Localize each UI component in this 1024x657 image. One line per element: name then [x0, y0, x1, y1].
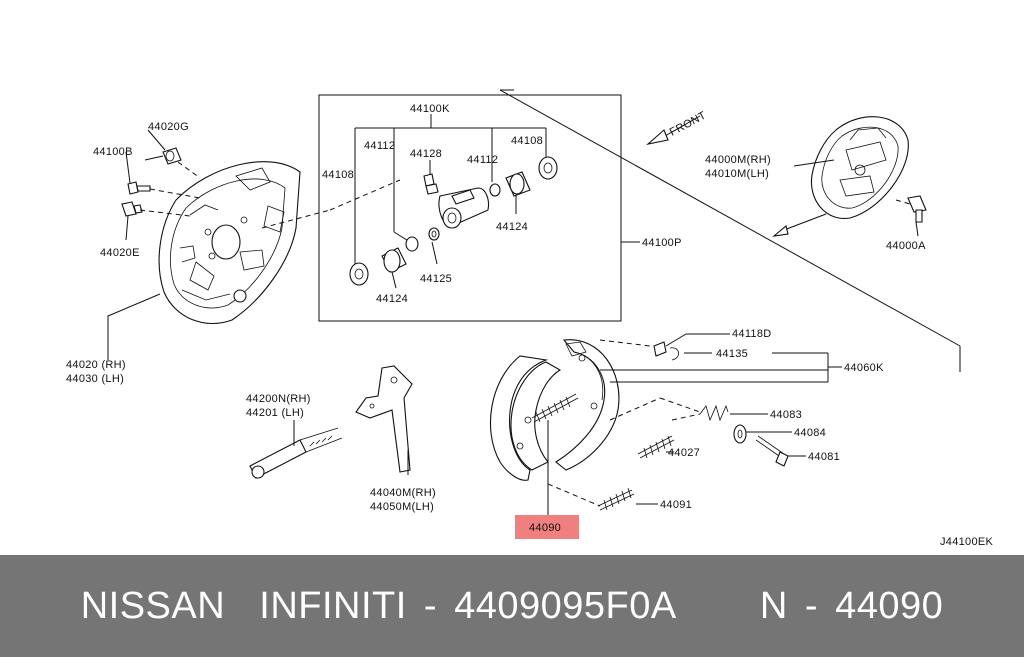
label-44060k: 44060K — [844, 362, 884, 374]
cap-44108-right-drawing — [538, 156, 558, 180]
clip-44118d-drawing — [653, 341, 667, 357]
label-44010m-lh: 44010M(LH) — [705, 168, 769, 180]
bolt-44100b-drawing — [127, 181, 151, 195]
label-44201-lh: 44201 (LH) — [246, 407, 304, 419]
spring-44083-drawing — [699, 404, 729, 422]
label-44083: 44083 — [770, 409, 802, 421]
adjuster-rod-drawing — [249, 427, 343, 479]
label-44084: 44084 — [794, 427, 826, 439]
spring-44112-right-drawing — [489, 183, 501, 197]
label-44050m-lh: 44050M(LH) — [370, 501, 434, 513]
label-44118d: 44118D — [732, 328, 772, 340]
label-44027: 44027 — [668, 447, 700, 459]
label-44000a: 44000A — [886, 240, 926, 252]
label-44090: 44090 — [529, 522, 561, 534]
label-44112-left: 44112 — [364, 140, 395, 152]
brake-assembly-drawing — [810, 116, 909, 219]
label-44000m-rh: 44000M(RH) — [705, 154, 771, 166]
label-44100b: 44100B — [93, 146, 133, 158]
wheel-cylinder-drawing — [438, 187, 490, 229]
parking-lever-drawing — [355, 365, 413, 473]
label-44124-left: 44124 — [376, 293, 408, 305]
label-44124-right: 44124 — [496, 221, 528, 233]
bolt-44000a-drawing — [907, 195, 927, 223]
parts-diagram: 44020G 44100B 44020E 44020 (RH) 44030 (L… — [66, 89, 994, 548]
footer-bar: NISSAN INFINITI - 4409095F0A N - 44090 — [0, 555, 1024, 657]
label-44030-lh: 44030 (LH) — [66, 373, 124, 385]
cup-44124-right-drawing — [505, 171, 531, 197]
label-44108-right: 44108 — [511, 135, 543, 147]
front-arrow-icon — [646, 115, 701, 145]
label-front: FRONT — [668, 110, 708, 139]
label-44128: 44128 — [410, 148, 442, 160]
clip-44135-drawing — [669, 347, 679, 361]
label-44135: 44135 — [716, 348, 748, 360]
label-44091: 44091 — [660, 499, 692, 511]
brake-shoe-drawing — [489, 339, 620, 481]
spring-44027-drawing — [637, 435, 675, 459]
pin-44081-drawing — [755, 435, 789, 467]
spring-44090-drawing — [531, 393, 579, 423]
label-44100k: 44100K — [410, 103, 450, 115]
footer-part-number: NISSAN INFINITI - 4409095F0A N - 44090 — [80, 585, 944, 627]
plug-44020g-drawing — [162, 147, 182, 165]
spring-44091-drawing — [597, 487, 635, 511]
backing-plate-drawing — [158, 161, 301, 324]
label-44100p: 44100P — [642, 237, 682, 249]
cap-44108-left-drawing — [349, 262, 369, 286]
spring-44125-drawing — [428, 227, 440, 241]
spring-44112-left-drawing — [405, 236, 419, 252]
label-44020-rh: 44020 (RH) — [66, 359, 126, 371]
label-44200n-rh: 44200N(RH) — [246, 393, 311, 405]
label-44020e: 44020E — [100, 247, 140, 259]
label-44108-left: 44108 — [322, 169, 354, 181]
label-44125: 44125 — [420, 273, 452, 285]
label-44020g: 44020G — [148, 121, 189, 133]
diagram-code: J44100EK — [940, 536, 994, 548]
label-44040m-rh: 44040M(RH) — [370, 487, 436, 499]
highlight-box — [515, 515, 579, 539]
cup-44084-drawing — [733, 424, 747, 444]
bolt-44020e-drawing — [121, 201, 143, 217]
label-44081: 44081 — [808, 451, 840, 463]
bleeder-44128-drawing — [423, 173, 439, 195]
label-44112-right: 44112 — [467, 154, 498, 166]
cup-44124-left-drawing — [381, 247, 407, 273]
